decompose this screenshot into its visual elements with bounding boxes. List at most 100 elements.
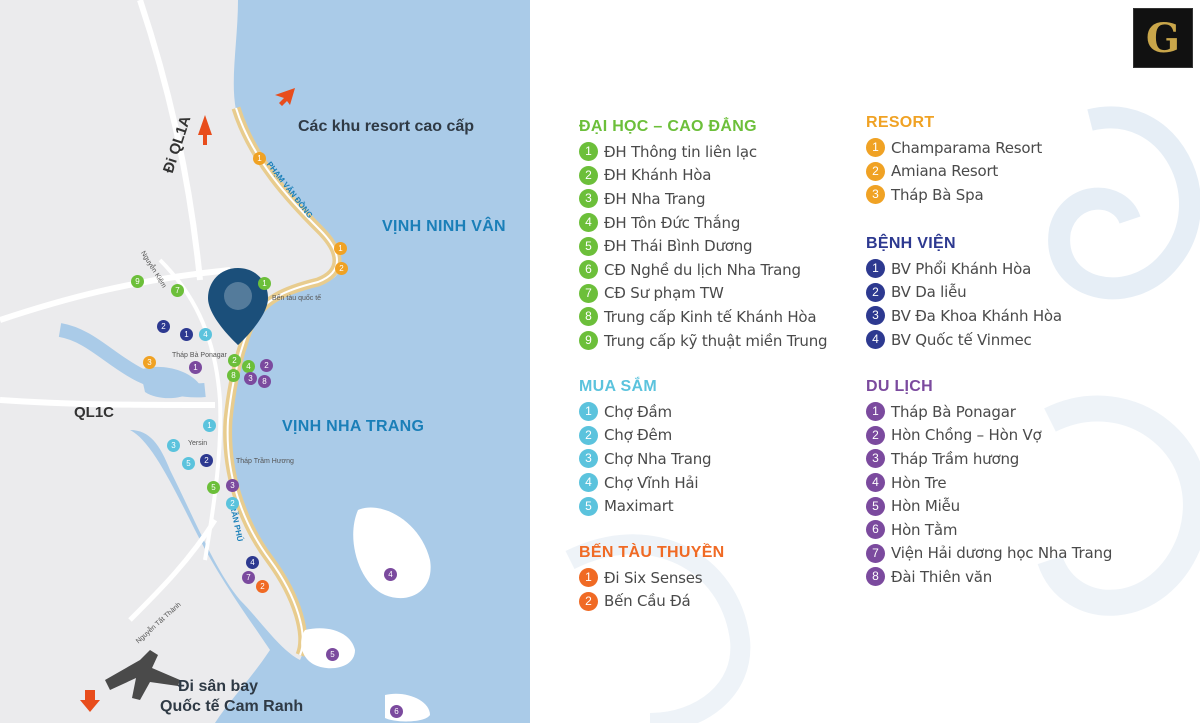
legend-number-badge: 6 — [579, 260, 598, 280]
legend-item-label: ĐH Tôn Đức Thắng — [604, 213, 741, 232]
legend-number-badge: 3 — [866, 449, 885, 469]
legend-title-port: BẾN TÀU THUYỀN — [579, 544, 725, 561]
legend-item-label: Chợ Đêm — [604, 426, 672, 445]
legend-title-resort: RESORT — [866, 114, 935, 131]
road-nguyen-kiem — [0, 267, 231, 323]
legend-item-label: BV Đa Khoa Khánh Hòa — [891, 306, 1062, 325]
legend-item-education: 3 ĐH Nha Trang — [579, 187, 827, 211]
legend-item-label: Amiana Resort — [891, 162, 999, 181]
resort-annotation: Các khu resort cao cấp — [298, 118, 475, 135]
location-pin-icon — [208, 268, 268, 345]
map-marker-shop-4: 4 — [199, 328, 212, 341]
road-label-ql1c: QL1C — [74, 404, 115, 421]
map-marker-tour-3: 3 — [226, 479, 239, 492]
legend-number-badge: 1 — [579, 142, 598, 162]
legend-number-badge: 4 — [579, 213, 598, 233]
legend-title-shopping: MUA SẮM — [579, 378, 657, 395]
map-marker-edu-4: 4 — [242, 360, 255, 373]
legend-number-badge: 1 — [579, 568, 598, 588]
legend-item-tourism: 3 Tháp Trầm hương — [866, 447, 1112, 471]
island-hon-tre — [353, 507, 431, 599]
map-marker-hospital-2: 2 — [157, 320, 170, 333]
legend-number-badge: 3 — [579, 189, 598, 209]
road-nguyen-tat-thanh — [128, 518, 218, 622]
road-inner — [158, 258, 223, 561]
legend-item-label: Đài Thiên văn — [891, 567, 993, 586]
legend-number-badge: 4 — [866, 330, 885, 350]
map-marker-tour-3b: 3 — [244, 372, 257, 385]
legend-number-badge: 4 — [866, 473, 885, 493]
legend-item-label: Bến Cầu Đá — [604, 592, 691, 611]
legend-item-label: Hòn Tằm — [891, 520, 958, 539]
legend-item-label: ĐH Thái Bình Dương — [604, 237, 753, 256]
small-label-thap-ba: Tháp Bà Ponagar — [172, 352, 227, 359]
legend-item-label: Đi Six Senses — [604, 568, 703, 587]
legend-item-shopping: 4 Chợ Vĩnh Hải — [579, 471, 711, 495]
mainland-south — [0, 430, 270, 723]
legend-item-shopping: 2 Chợ Đêm — [579, 424, 711, 448]
decorative-swirl-icon — [565, 106, 1200, 723]
map-marker-hospital-4: 4 — [246, 556, 259, 569]
bay-label-ninh-van: VỊNH NINH VÂN — [382, 218, 506, 235]
map-marker-edu-2: 2 — [228, 354, 241, 367]
legend-item-education: 2 ĐH Khánh Hòa — [579, 164, 827, 188]
map-marker-shop-1: 1 — [203, 419, 216, 432]
legend-number-badge: 2 — [866, 282, 885, 302]
legend-number-badge: 1 — [579, 402, 598, 422]
legend-number-badge: 2 — [579, 425, 598, 445]
road-ql1c — [0, 397, 216, 408]
airport-annotation-line1: Đi sân bay — [178, 678, 259, 695]
legend-item-label: ĐH Khánh Hòa — [604, 166, 712, 185]
legend-title-hospital: BỆNH VIỆN — [866, 235, 956, 252]
arrow-resort-icon — [275, 88, 295, 106]
legend-item-label: Tháp Trầm hương — [891, 449, 1020, 468]
legend-item-label: Champarama Resort — [891, 138, 1043, 157]
legend-item-port: 1 Đi Six Senses — [579, 566, 725, 590]
legend-number-badge: 9 — [579, 331, 598, 351]
pin-logo-icon — [224, 282, 252, 310]
legend-item-label: Maximart — [604, 497, 674, 516]
map-panel: VỊNH NINH VÂN VỊNH NHA TRANG Đi QL1A QL1… — [0, 0, 530, 723]
legend-item-label: Tháp Bà Ponagar — [891, 402, 1016, 421]
map-marker-tour-7: 7 — [242, 571, 255, 584]
bay-label-nha-trang: VỊNH NHA TRANG — [282, 418, 425, 435]
map-marker-tour-5: 5 — [326, 648, 339, 661]
map-marker-shop-3: 3 — [167, 439, 180, 452]
map-marker-hospital-1: 1 — [180, 328, 193, 341]
airport-annotation-line2: Quốc tế Cam Ranh — [160, 698, 304, 715]
logo-letter: G — [1145, 14, 1181, 62]
legend-number-badge: 3 — [866, 185, 885, 205]
legend-number-badge: 2 — [866, 425, 885, 445]
map-marker-edu-7: 7 — [171, 284, 184, 297]
map-marker-tour-1: 1 — [189, 361, 202, 374]
legend-title-tourism: DU LỊCH — [866, 378, 933, 395]
legend-number-badge: 2 — [866, 161, 885, 181]
legend-item-label: Chợ Vĩnh Hải — [604, 473, 699, 492]
airplane-icon — [105, 650, 180, 700]
legend-number-badge: 1 — [866, 259, 885, 279]
legend-item-label: Chợ Nha Trang — [604, 449, 712, 468]
legend-number-badge: 5 — [866, 496, 885, 516]
river-basin — [140, 366, 200, 399]
map-marker-resort-1: 1 — [253, 152, 266, 165]
legend-number-badge: 2 — [579, 165, 598, 185]
legend-item-label: Trung cấp Kinh tế Khánh Hòa — [604, 307, 817, 326]
brand-logo: G — [1133, 8, 1193, 68]
legend-panel — [530, 0, 1200, 723]
legend-item-label: ĐH Nha Trang — [604, 189, 706, 208]
legend-number-badge: 4 — [579, 473, 598, 493]
map-marker-edu-1: 1 — [258, 277, 271, 290]
